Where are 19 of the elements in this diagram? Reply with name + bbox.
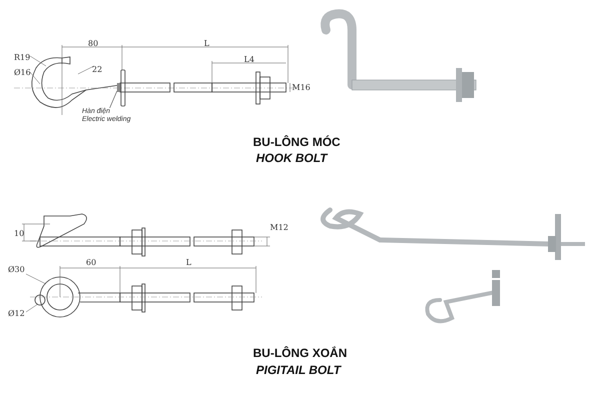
caption: BU-LÔNG MÓC [253, 136, 340, 148]
dimension-label: L [204, 40, 210, 48]
leader-line [109, 90, 118, 108]
dimension-label: Ø16 [14, 69, 31, 77]
dimension-label: 60 [86, 259, 96, 267]
dimension-label: M16 [292, 84, 310, 92]
dimension-label: M12 [270, 224, 288, 232]
dimension-label: 80 [88, 40, 98, 48]
dimension-label: L4 [244, 56, 254, 64]
dimension-label: 10 [14, 230, 24, 238]
weld-seam [117, 83, 120, 92]
caption: PIGITAIL BOLT [256, 364, 341, 376]
dimension-label: L [186, 259, 192, 267]
dimension-label: 22 [92, 66, 102, 74]
dimension-label: Ø12 [8, 310, 25, 318]
caption: BU-LÔNG XOẮN [253, 347, 347, 359]
dimension-label: Ø30 [8, 266, 25, 274]
caption: HOOK BOLT [256, 152, 328, 164]
dimension-label: R19 [14, 54, 30, 62]
